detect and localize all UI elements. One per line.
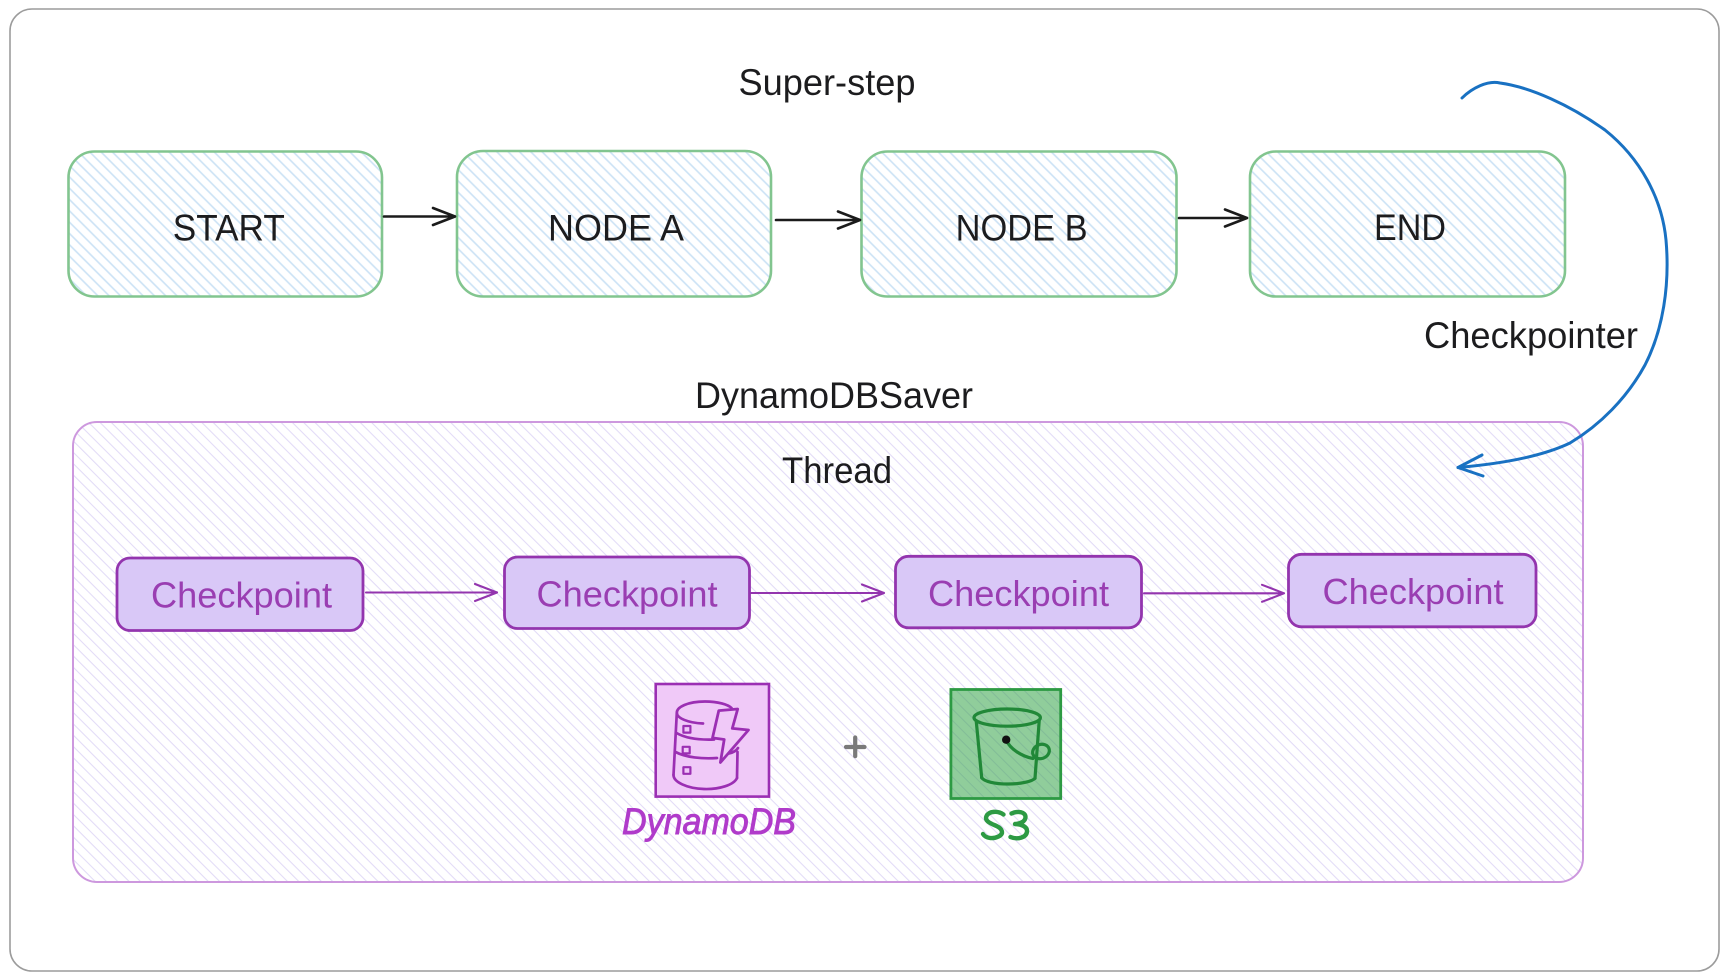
- svg-text:END: END: [1374, 207, 1446, 248]
- svg-text:Checkpoint: Checkpoint: [537, 574, 718, 615]
- svg-text:NODE A: NODE A: [548, 208, 684, 249]
- svg-text:DynamoDBSaver: DynamoDBSaver: [695, 375, 973, 416]
- svg-text:Checkpoint: Checkpoint: [928, 573, 1109, 614]
- svg-text:Checkpoint: Checkpoint: [1323, 571, 1504, 612]
- svg-text:Checkpoint: Checkpoint: [151, 575, 332, 616]
- svg-text:DynamoDB: DynamoDB: [622, 801, 796, 842]
- svg-text:Thread: Thread: [782, 450, 892, 491]
- svg-text:Super-step: Super-step: [739, 62, 916, 103]
- svg-text:Checkpointer: Checkpointer: [1424, 315, 1638, 356]
- svg-text:NODE B: NODE B: [956, 208, 1088, 249]
- svg-text:START: START: [173, 208, 285, 249]
